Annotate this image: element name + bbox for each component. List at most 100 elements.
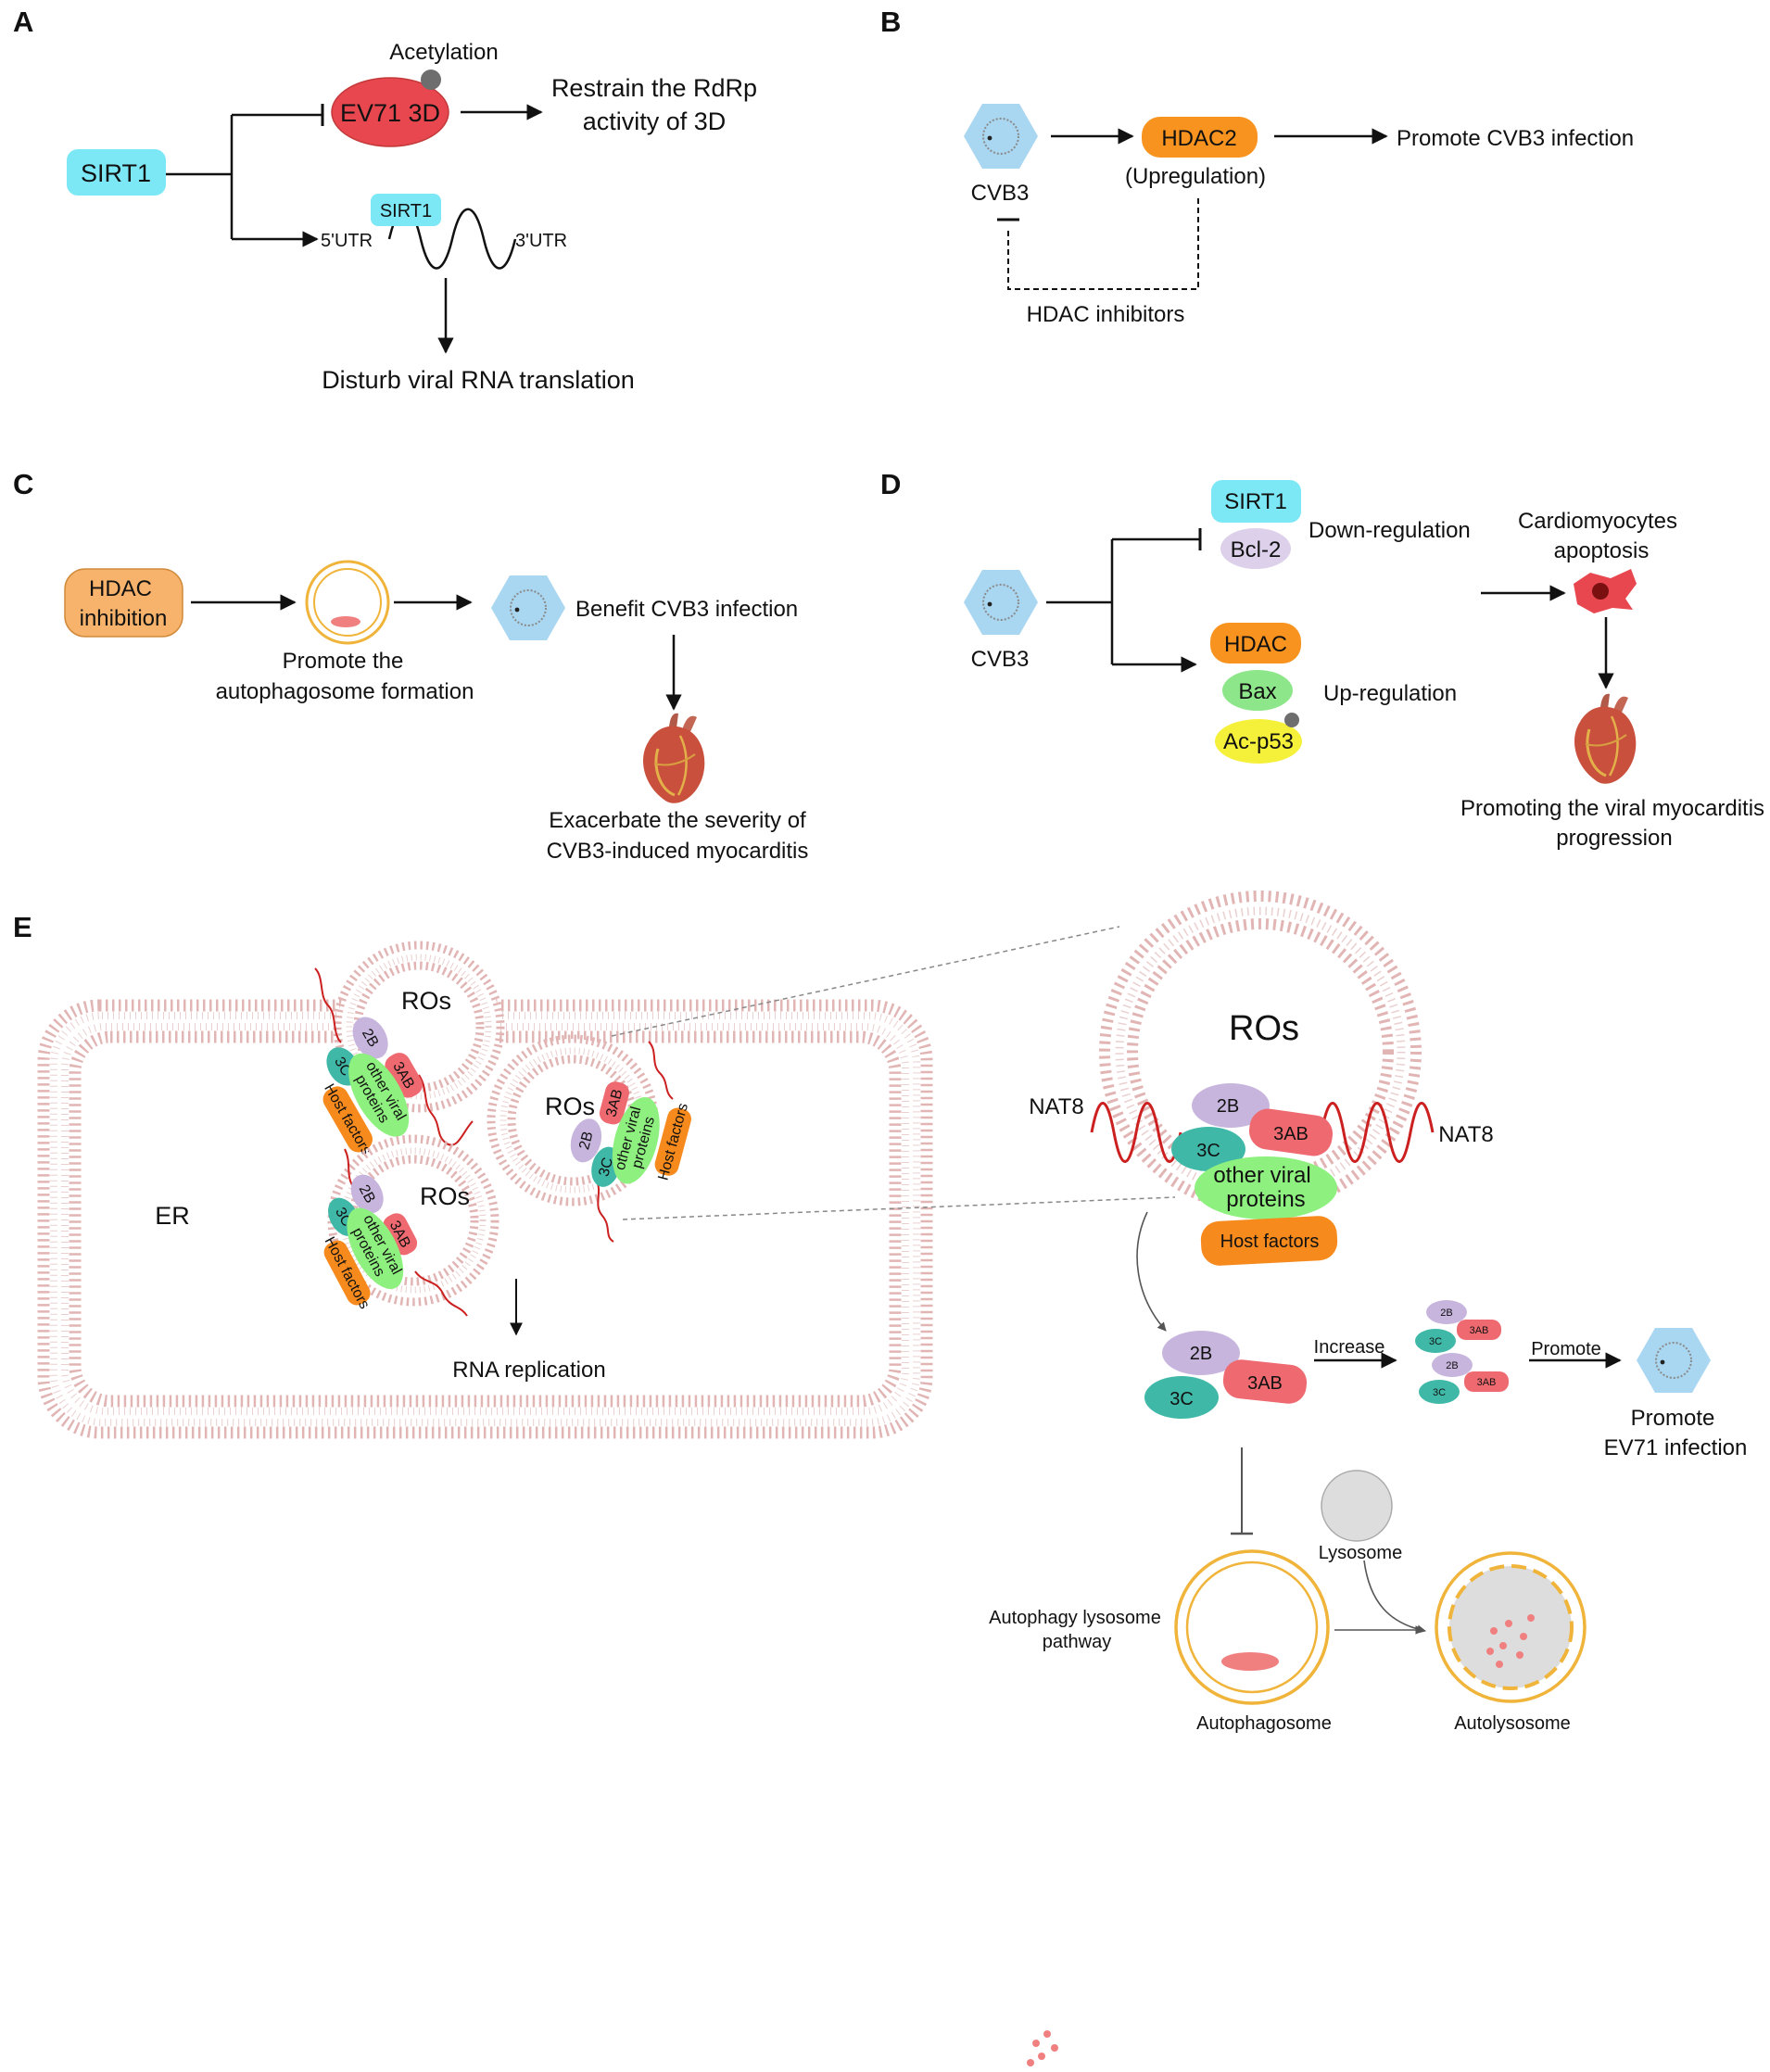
ros-label-3: ROs [420,1182,470,1210]
bax-label: Bax [1238,679,1276,704]
svg-text:proteins: proteins [1226,1187,1305,1212]
restrain-label-2: activity of 3D [583,107,727,135]
host-factors [322,1086,373,1153]
protein-2b [352,1017,388,1059]
hdac-label-d: HDAC [1224,632,1287,657]
sirt1-small-label: SIRT1 [380,201,432,221]
promote-autophagosome-label-2: autophagosome formation [216,679,474,704]
svg-text:3AB: 3AB [1470,1325,1489,1336]
apoptotic-cell-icon [1574,569,1637,613]
promoting-label-1: Promoting the viral myocarditis [1460,796,1764,821]
ros-label-large: ROs [1229,1009,1299,1048]
zoom-line-top [611,926,1120,1037]
heart-icon-c [641,712,706,805]
promoting-label-2: progression [1556,826,1672,851]
cvb3-label-d: CVB3 [971,647,1030,672]
nat8-label-left: NAT8 [1029,1094,1084,1119]
acp53-ellipse [1215,719,1302,764]
inhibitor-feedback-line [1007,198,1199,290]
ros-label-2: ROs [545,1093,595,1120]
rna-replication-label: RNA replication [452,1358,605,1383]
acetylation-label: Acetylation [389,40,498,65]
ev71-3d-label: EV71 3D [340,99,440,127]
cvb3-virus-icon-c [490,575,566,641]
lysosome-icon [1321,1470,1393,1542]
release-arrow [1136,1211,1167,1332]
ev71-virus-icon [1636,1327,1712,1394]
protein-3c [1171,1127,1245,1171]
stray-dots [1027,2030,1058,2066]
svg-text:2B: 2B [1190,1344,1212,1364]
svg-text:3C: 3C [1196,1141,1220,1161]
er-membrane [37,999,933,1439]
pathway-label-1: Autophagy lysosome [989,1608,1161,1628]
sirt1-small-box [371,194,441,226]
svg-text:3C: 3C [1169,1389,1194,1409]
zoom-line-bottom [622,1196,1176,1220]
pathway-label-2: pathway [1043,1632,1112,1652]
increase-label: Increase [1314,1337,1385,1358]
svg-text:3C: 3C [1429,1336,1442,1347]
promote-cvb3-label: Promote CVB3 infection [1397,126,1634,151]
sirt1-label-d: SIRT1 [1224,489,1287,514]
exacerbate-label-1: Exacerbate the severity of [549,808,806,833]
promote-ev71-label-1: Promote [1631,1406,1715,1431]
svg-text:2B: 2B [1440,1308,1452,1319]
bax-ellipse [1222,670,1293,711]
svg-text:3AB: 3AB [1273,1124,1309,1144]
promote-ev71-label-2: EV71 infection [1604,1435,1748,1460]
protein-2b [350,1174,384,1214]
svg-text:3AB: 3AB [1247,1373,1283,1394]
autolysosome-label: Autolysosome [1454,1713,1571,1734]
lysosome-label: Lysosome [1319,1543,1402,1563]
panel-label-e: E [13,911,32,943]
panel-label-c: C [13,468,33,500]
er-label: ER [155,1202,190,1230]
sirt1-box [67,149,166,196]
svg-text:Host factors: Host factors [1220,1232,1320,1252]
utr5-label: 5'UTR [321,231,373,251]
autophagosome-icon-c [305,560,390,645]
svg-text:3C: 3C [1433,1387,1446,1398]
autophagosome-icon-e [1174,1549,1330,1705]
cvb3-virus-icon-d [963,569,1039,636]
protein-2b [570,1118,602,1163]
svg-text:2B: 2B [1446,1360,1458,1371]
bcl2-ellipse [1220,528,1291,569]
promote-label-e: Promote [1531,1339,1601,1359]
lysosome-fusion-arrow [1363,1560,1426,1634]
sirt1-box-d [1211,480,1301,523]
hdac2-box [1142,117,1258,158]
svg-text:3AB: 3AB [1477,1377,1497,1388]
ros-label-1: ROs [401,987,451,1015]
hdac-inhibition-box [64,568,183,638]
autolysosome-icon [1435,1551,1587,1703]
exacerbate-label-2: CVB3-induced myocarditis [547,839,809,864]
protein-3ab [383,1213,418,1256]
other-viral-proteins [348,1053,410,1137]
released-proteins: 2B 3C 3AB [1144,1331,1308,1419]
hdac-inhibition-label-1: HDAC [89,576,152,601]
panel-label-d: D [880,468,901,500]
nat8-rna-left [1090,1102,1182,1163]
svg-text:2B: 2B [576,1130,596,1151]
protein-3ab [599,1081,629,1125]
utr3-label: 3'UTR [515,231,567,251]
promote-autophagosome-label-1: Promote the [283,649,404,674]
host-factors [654,1107,691,1176]
restrain-label-1: Restrain the RdRp [551,74,757,102]
disturb-label: Disturb viral RNA translation [322,366,635,394]
host-factors [323,1240,371,1306]
svg-text:2B: 2B [1217,1096,1239,1117]
ev71-3d-ellipse [331,77,449,147]
other-viral-proteins [612,1096,660,1184]
increased-proteins: 2B 3AB 3C 2B 3AB 3C [1415,1300,1509,1404]
sirt1-label: SIRT1 [81,159,151,187]
protein-cluster-1: 2B 3C 3AB other viral proteins Host fact… [321,1017,423,1157]
acetyl-group-dot [421,69,441,90]
acp53-label: Ac-p53 [1223,729,1294,754]
hdac-inhibitors-label: HDAC inhibitors [1027,302,1185,327]
autophagosome-label: Autophagosome [1196,1713,1332,1734]
cardiomyocytes-label-2: apoptosis [1554,538,1650,563]
